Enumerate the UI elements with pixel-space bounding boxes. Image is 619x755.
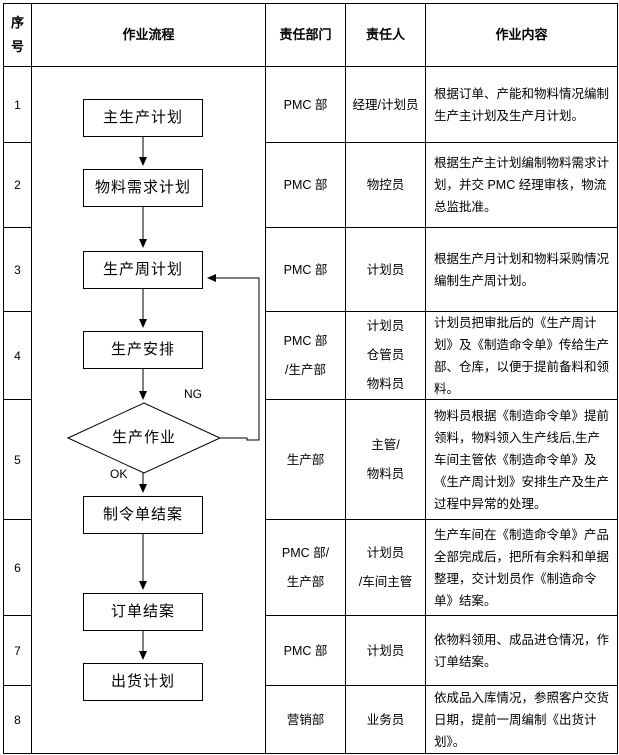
person-cell: 物控员: [346, 143, 426, 228]
node-production-operation: 生产作业: [111, 429, 176, 446]
decision-diamond-shape: [66, 402, 222, 474]
process-table: 序 号 作业流程 责任部门 责任人 作业内容: [3, 3, 618, 754]
flowchart-cell: 主生产计划 物料需求计划 生产周计划 生产安排 生产作业 制令单结案 订单结案 …: [32, 67, 266, 753]
content-cell: 依物料领用、成品进仓情况，作订单结案。: [426, 616, 617, 686]
node-weekly-production-plan: 生产周计划: [83, 251, 203, 289]
header-col-person: 责任人: [346, 4, 426, 67]
ok-label: OK: [110, 467, 128, 481]
content-cell: 根据生产主计划编制物料需求计划，并交 PMC 经理审核，物流总监批准。: [426, 143, 617, 228]
person-cell: 计划员 仓管员 物料员: [346, 312, 426, 400]
person-cell: 主管/ 物料员: [346, 400, 426, 520]
person-cell: 经理/计划员: [346, 67, 426, 143]
person-cell: 业务员: [346, 686, 426, 753]
dept-cell: PMC 部: [266, 67, 346, 143]
content-cell: 依成品入库情况，参照客户交货日期，提前一周编制《出货计划》。: [434, 690, 610, 749]
content-cell: 根据生产月计划和物料采购情况编制生产周计划。: [426, 228, 617, 312]
node-master-plan: 主生产计划: [83, 99, 203, 137]
row-no: 3: [4, 228, 32, 312]
content-cell: 生产车间在《制造命令单》产品全部完成后，把所有余料和单据整理，交计划员作《制造命…: [426, 520, 617, 616]
node-mo-closing: 制令单结案: [83, 496, 203, 534]
node-material-requirement-plan: 物料需求计划: [83, 169, 203, 207]
header-col-no: 序 号: [4, 4, 32, 67]
node-order-closing: 订单结案: [83, 593, 203, 631]
dept-cell: PMC 部/ 生产部: [266, 520, 346, 616]
dept-cell: PMC 部: [266, 228, 346, 312]
dept-cell: 营销部: [266, 686, 346, 753]
row-no: 6: [4, 520, 32, 616]
content-cell: 物料员根据《制造命令单》提前领料，物料领入生产线后,生产车间主管依《制造命令单》…: [426, 400, 617, 520]
row-no: 4: [4, 312, 32, 400]
node-shipment-plan: 出货计划: [83, 663, 203, 701]
person-cell: 计划员 /车间主管: [346, 520, 426, 616]
dept-cell: PMC 部 /生产部: [266, 312, 346, 400]
ng-label: NG: [184, 387, 202, 401]
dept-cell: PMC 部: [266, 616, 346, 686]
row-no: 5: [4, 400, 32, 520]
row-no: 8: [4, 686, 32, 753]
header-col-dept: 责任部门: [266, 4, 346, 67]
ng-feedback-line: [207, 274, 260, 441]
flowchart-connectors: [66, 137, 260, 660]
header-col-flow: 作业流程: [32, 4, 266, 67]
row-no: 7: [4, 616, 32, 686]
content-cell: 计划员把审批后的《生产周计划》及《制造命令单》传给生产部、仓库，以便于提前备料和…: [426, 312, 617, 400]
content-cell: 根据订单、产能和物料情况编制生产主计划及生产月计划。: [426, 67, 617, 143]
row-no: 1: [4, 67, 32, 143]
person-cell: 计划员: [346, 616, 426, 686]
node-production-arrangement: 生产安排: [83, 331, 203, 369]
row-no: 2: [4, 143, 32, 228]
header-col-content: 作业内容: [426, 4, 617, 67]
dept-cell: PMC 部: [266, 143, 346, 228]
dept-cell: 生产部: [266, 400, 346, 520]
person-cell: 计划员: [346, 228, 426, 312]
